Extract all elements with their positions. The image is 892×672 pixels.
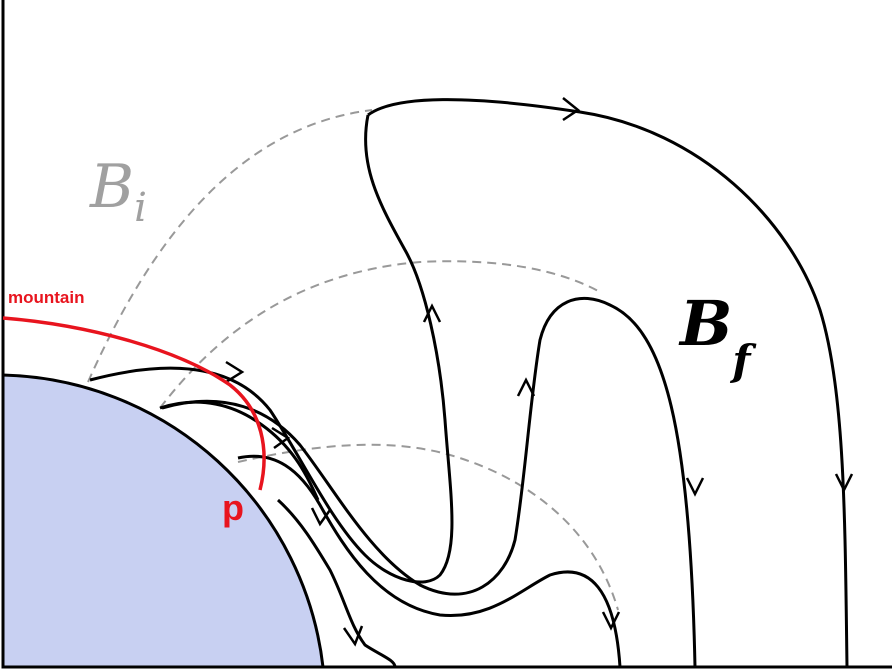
- initial-field-label-main: B: [89, 152, 134, 222]
- arrow-head: [562, 97, 581, 122]
- point-p-label: p: [222, 487, 244, 528]
- star-surface: [1, 373, 325, 669]
- arrow-head: [601, 611, 621, 631]
- arrow-head: [225, 360, 245, 384]
- final-field-label-sub: f: [729, 336, 757, 385]
- arrow-head: [834, 473, 854, 493]
- arrow-head: [685, 477, 705, 497]
- final-field-line-inner-3: [159, 400, 320, 501]
- arrow-head: [310, 507, 332, 527]
- initial-field-line-outer: [87, 109, 373, 383]
- final-field-line-inner-2: [276, 498, 397, 668]
- arrow-head: [342, 625, 364, 647]
- final-field-line-middle: [161, 296, 697, 668]
- arrow-head: [422, 303, 442, 323]
- initial-field-line-middle: [159, 260, 601, 409]
- final-field-line-inner-1: [237, 454, 622, 668]
- final-field-label: Bf: [678, 287, 757, 385]
- initial-field-label-sub: i: [134, 185, 147, 231]
- initial-field-label: Bi: [89, 152, 147, 231]
- final-field-line-outer-loop: [367, 98, 849, 668]
- mountain-outline: [2, 316, 266, 491]
- final-field-label-main: B: [678, 287, 732, 360]
- final-field-line-outer: [89, 114, 454, 584]
- arrow-head: [516, 377, 536, 397]
- mountain-label: mountain: [8, 288, 85, 307]
- arrow-head: [271, 426, 291, 450]
